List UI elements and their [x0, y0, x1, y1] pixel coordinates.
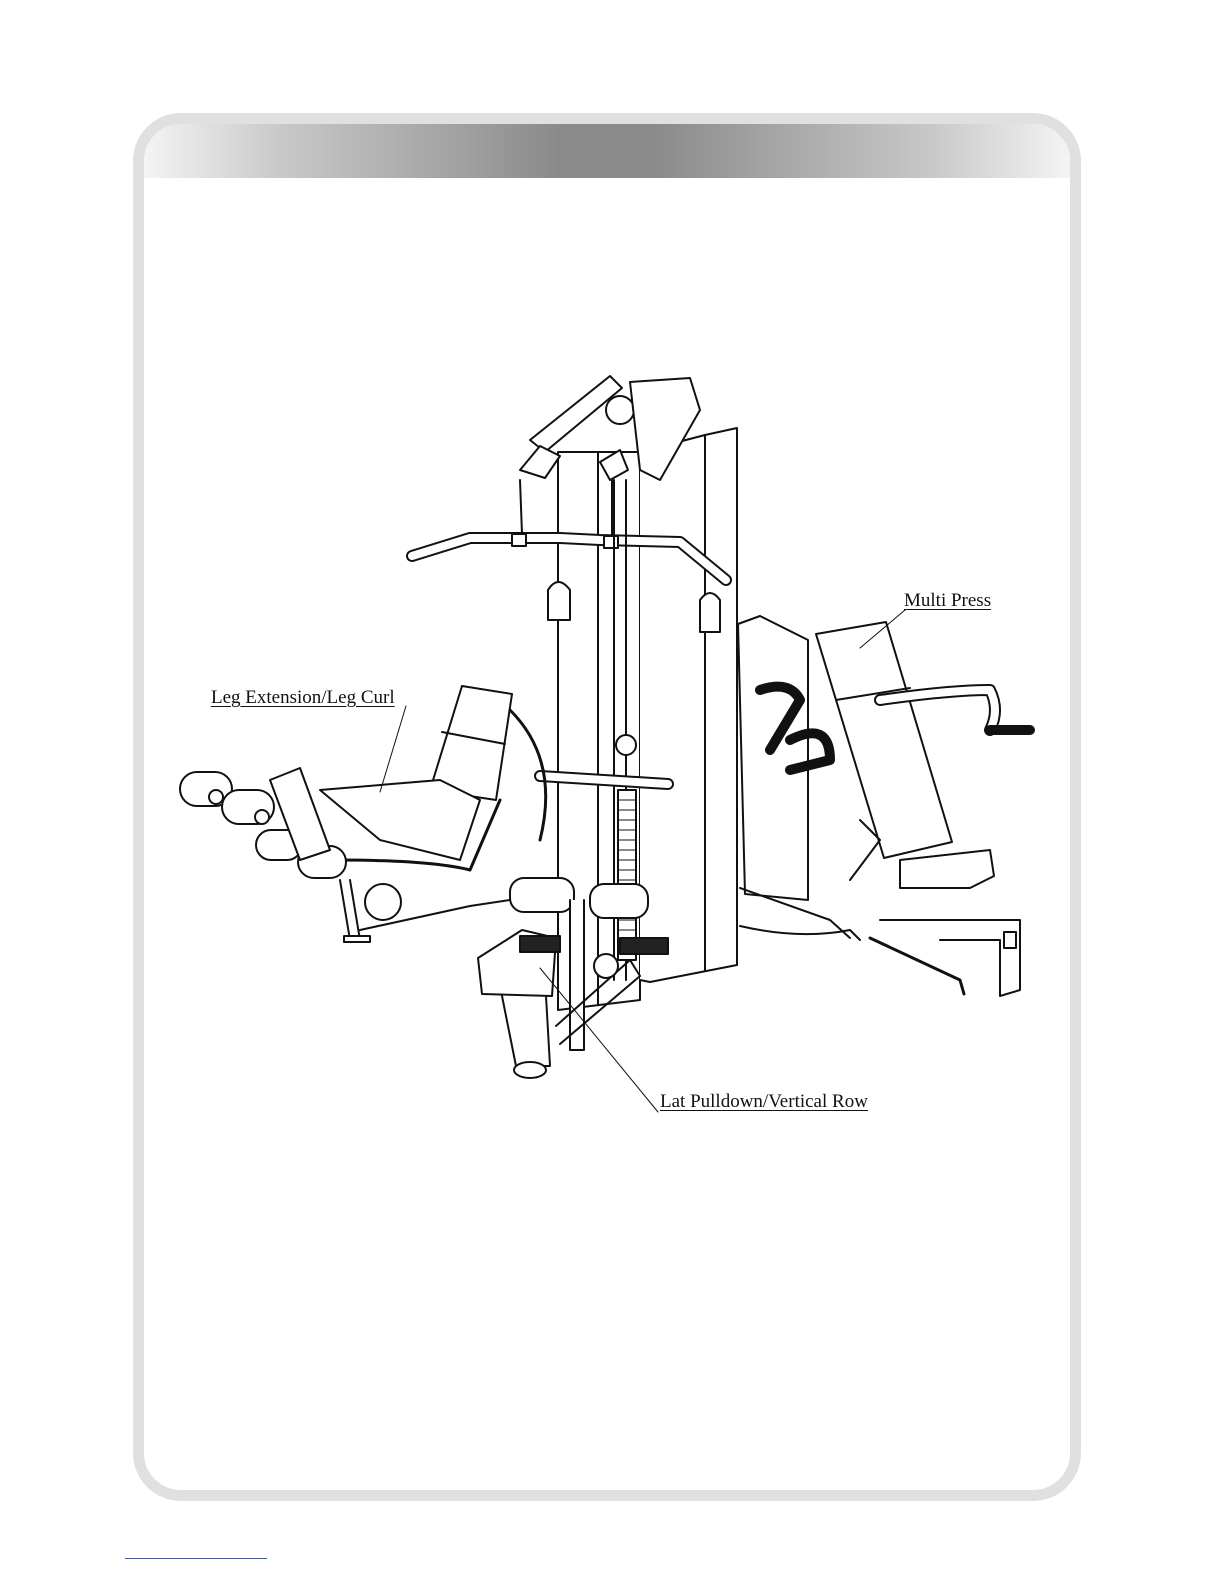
hook-right	[700, 593, 720, 632]
hook-left	[548, 582, 570, 620]
leg-extension-station	[180, 686, 546, 942]
label-multi-press: Multi Press	[904, 590, 991, 612]
multi-press-station	[738, 616, 1030, 996]
label-lat-pulldown: Lat Pulldown/Vertical Row	[660, 1091, 868, 1113]
label-leg-extension: Leg Extension/Leg Curl	[211, 687, 395, 709]
footer-rule	[125, 1558, 267, 1559]
